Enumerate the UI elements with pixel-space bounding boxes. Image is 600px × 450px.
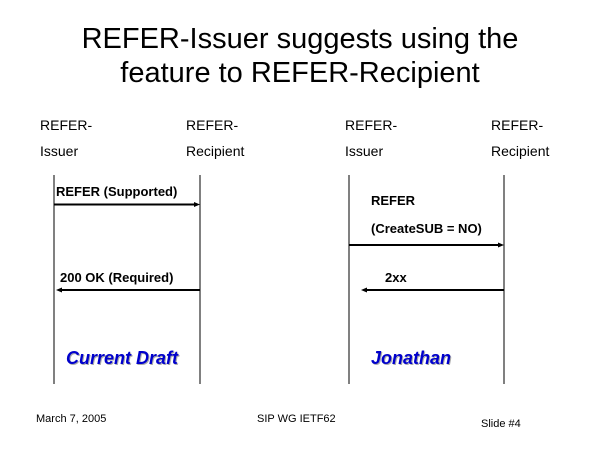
arrow-right-refer	[349, 242, 504, 248]
right-refer-param: (CreateSUB = NO)	[371, 221, 482, 236]
left-variant-label: Current Draft	[66, 348, 179, 368]
footer-slide-number: Slide #4	[481, 418, 521, 430]
arrow-right-2xx	[361, 287, 504, 293]
arrow-left-refer	[54, 202, 200, 207]
right-recipient-header-1: REFER-	[491, 117, 544, 133]
left-issuer-header-2: Issuer	[40, 143, 79, 159]
right-recipient-header-2: Recipient	[491, 143, 550, 159]
left-200ok-message: 200 OK (Required)	[60, 270, 174, 285]
left-refer-message: REFER (Supported)	[56, 184, 178, 199]
right-2xx-message: 2xx	[385, 270, 407, 285]
footer-event: SIP WG IETF62	[257, 413, 336, 425]
footer-date: March 7, 2005	[36, 413, 107, 425]
slide-title-line1: REFER-Issuer suggests using the	[81, 23, 519, 55]
right-variant-label: Jonathan	[371, 348, 452, 368]
right-issuer-header-2: Issuer	[345, 143, 384, 159]
right-refer-message: REFER	[371, 193, 416, 208]
left-issuer-header-1: REFER-	[40, 117, 93, 133]
left-recipient-header-1: REFER-	[186, 117, 239, 133]
right-issuer-header-1: REFER-	[345, 117, 398, 133]
left-recipient-header-2: Recipient	[186, 143, 245, 159]
arrow-left-200ok	[56, 287, 200, 293]
slide-title-line2: feature to REFER-Recipient	[120, 57, 480, 89]
